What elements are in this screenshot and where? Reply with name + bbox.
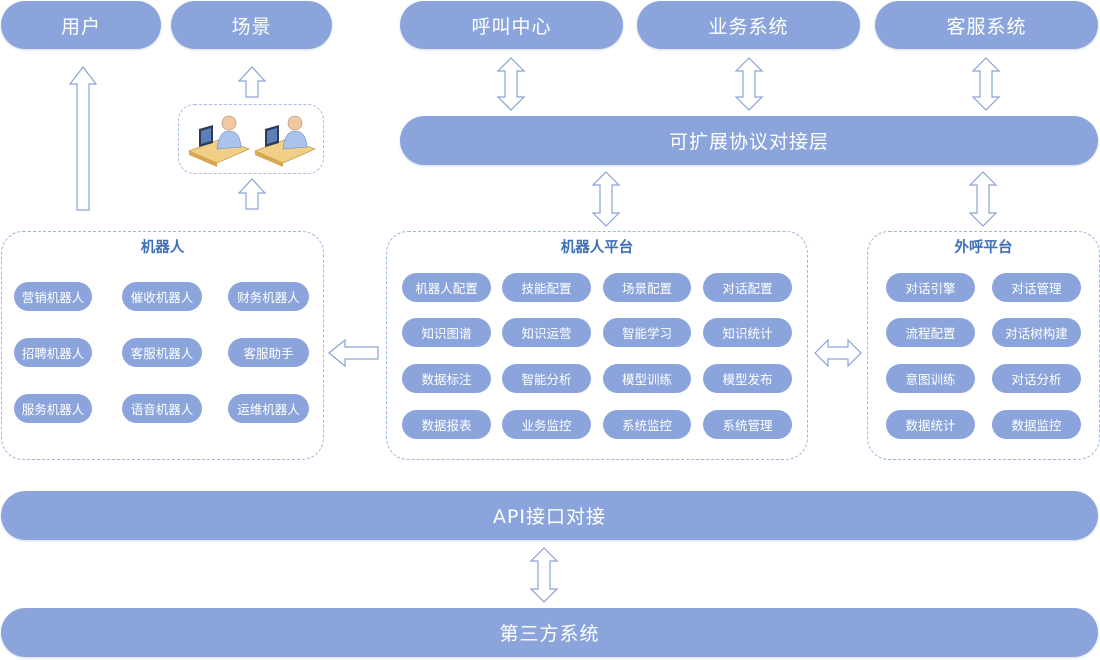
- platform-chip: 智能学习: [603, 318, 691, 347]
- platform-chip: 数据标注: [402, 364, 491, 393]
- scene-pill: 场景: [171, 1, 332, 49]
- double-arrow-icon: [529, 547, 559, 603]
- platform-chip: 模型训练: [603, 364, 691, 393]
- platform-chip: 知识图谱: [402, 318, 491, 347]
- robot-chip: 运维机器人: [228, 394, 309, 423]
- left-arrow-icon: [328, 338, 379, 368]
- robot-chip: 客服机器人: [122, 338, 202, 367]
- agent-workstation-icon: [187, 115, 317, 167]
- outbound-chip: 流程配置: [886, 318, 975, 347]
- protocol-layer-band: 可扩展协议对接层: [400, 116, 1098, 165]
- outbound-chip: 对话分析: [992, 364, 1081, 393]
- up-arrow-icon: [237, 66, 267, 98]
- outbound-chip: 数据监控: [992, 410, 1081, 439]
- robot-panel: 机器人 营销机器人 催收机器人 财务机器人 招聘机器人 客服机器人 客服助手 服…: [1, 231, 324, 460]
- platform-chip: 模型发布: [703, 364, 792, 393]
- robot-chip: 财务机器人: [228, 282, 309, 311]
- double-arrow-icon: [968, 171, 998, 227]
- outbound-chip: 数据统计: [886, 410, 975, 439]
- up-arrow-icon: [237, 178, 267, 210]
- platform-chip: 场景配置: [603, 273, 691, 302]
- platform-chip: 知识运营: [502, 318, 591, 347]
- outbound-chip: 对话引擎: [886, 273, 975, 302]
- up-arrow-icon: [68, 66, 98, 211]
- robot-platform-panel-title: 机器人平台: [560, 240, 634, 256]
- outbound-chip: 意图训练: [886, 364, 975, 393]
- robot-platform-panel: 机器人平台 机器人配置 技能配置 场景配置 对话配置 知识图谱 知识运营 智能学…: [386, 231, 808, 460]
- platform-chip: 知识统计: [703, 318, 792, 347]
- platform-chip: 系统管理: [703, 410, 792, 439]
- double-arrow-icon: [971, 57, 1001, 111]
- robot-panel-title: 机器人: [140, 240, 185, 256]
- platform-chip: 业务监控: [502, 410, 591, 439]
- robot-chip: 客服助手: [228, 338, 309, 367]
- platform-chip: 智能分析: [502, 364, 591, 393]
- scene-illustration: [178, 104, 324, 174]
- business-system-pill: 业务系统: [637, 1, 860, 49]
- double-arrow-icon: [734, 57, 764, 111]
- platform-chip: 对话配置: [703, 273, 792, 302]
- outbound-chip: 对话管理: [992, 273, 1081, 302]
- outbound-platform-panel-title: 外呼平台: [954, 240, 1013, 256]
- robot-chip: 语音机器人: [122, 394, 202, 423]
- platform-chip: 技能配置: [502, 273, 591, 302]
- third-party-system-band: 第三方系统: [1, 608, 1098, 657]
- outbound-platform-panel: 外呼平台 对话引擎 对话管理 流程配置 对话树构建 意图训练 对话分析 数据统计…: [867, 231, 1100, 460]
- platform-chip: 系统监控: [603, 410, 691, 439]
- call-center-pill: 呼叫中心: [400, 1, 623, 49]
- platform-chip: 数据报表: [402, 410, 491, 439]
- double-arrow-icon: [496, 57, 526, 111]
- user-pill: 用户: [1, 1, 161, 49]
- robot-chip: 催收机器人: [122, 282, 202, 311]
- horizontal-double-arrow-icon: [814, 338, 862, 368]
- customer-service-system-pill: 客服系统: [875, 1, 1098, 49]
- platform-chip: 机器人配置: [402, 273, 491, 302]
- double-arrow-icon: [591, 171, 621, 227]
- robot-chip: 营销机器人: [14, 282, 92, 311]
- robot-chip: 服务机器人: [14, 394, 92, 423]
- outbound-chip: 对话树构建: [992, 318, 1081, 347]
- robot-chip: 招聘机器人: [14, 338, 92, 367]
- api-interface-band: API接口对接: [1, 491, 1098, 540]
